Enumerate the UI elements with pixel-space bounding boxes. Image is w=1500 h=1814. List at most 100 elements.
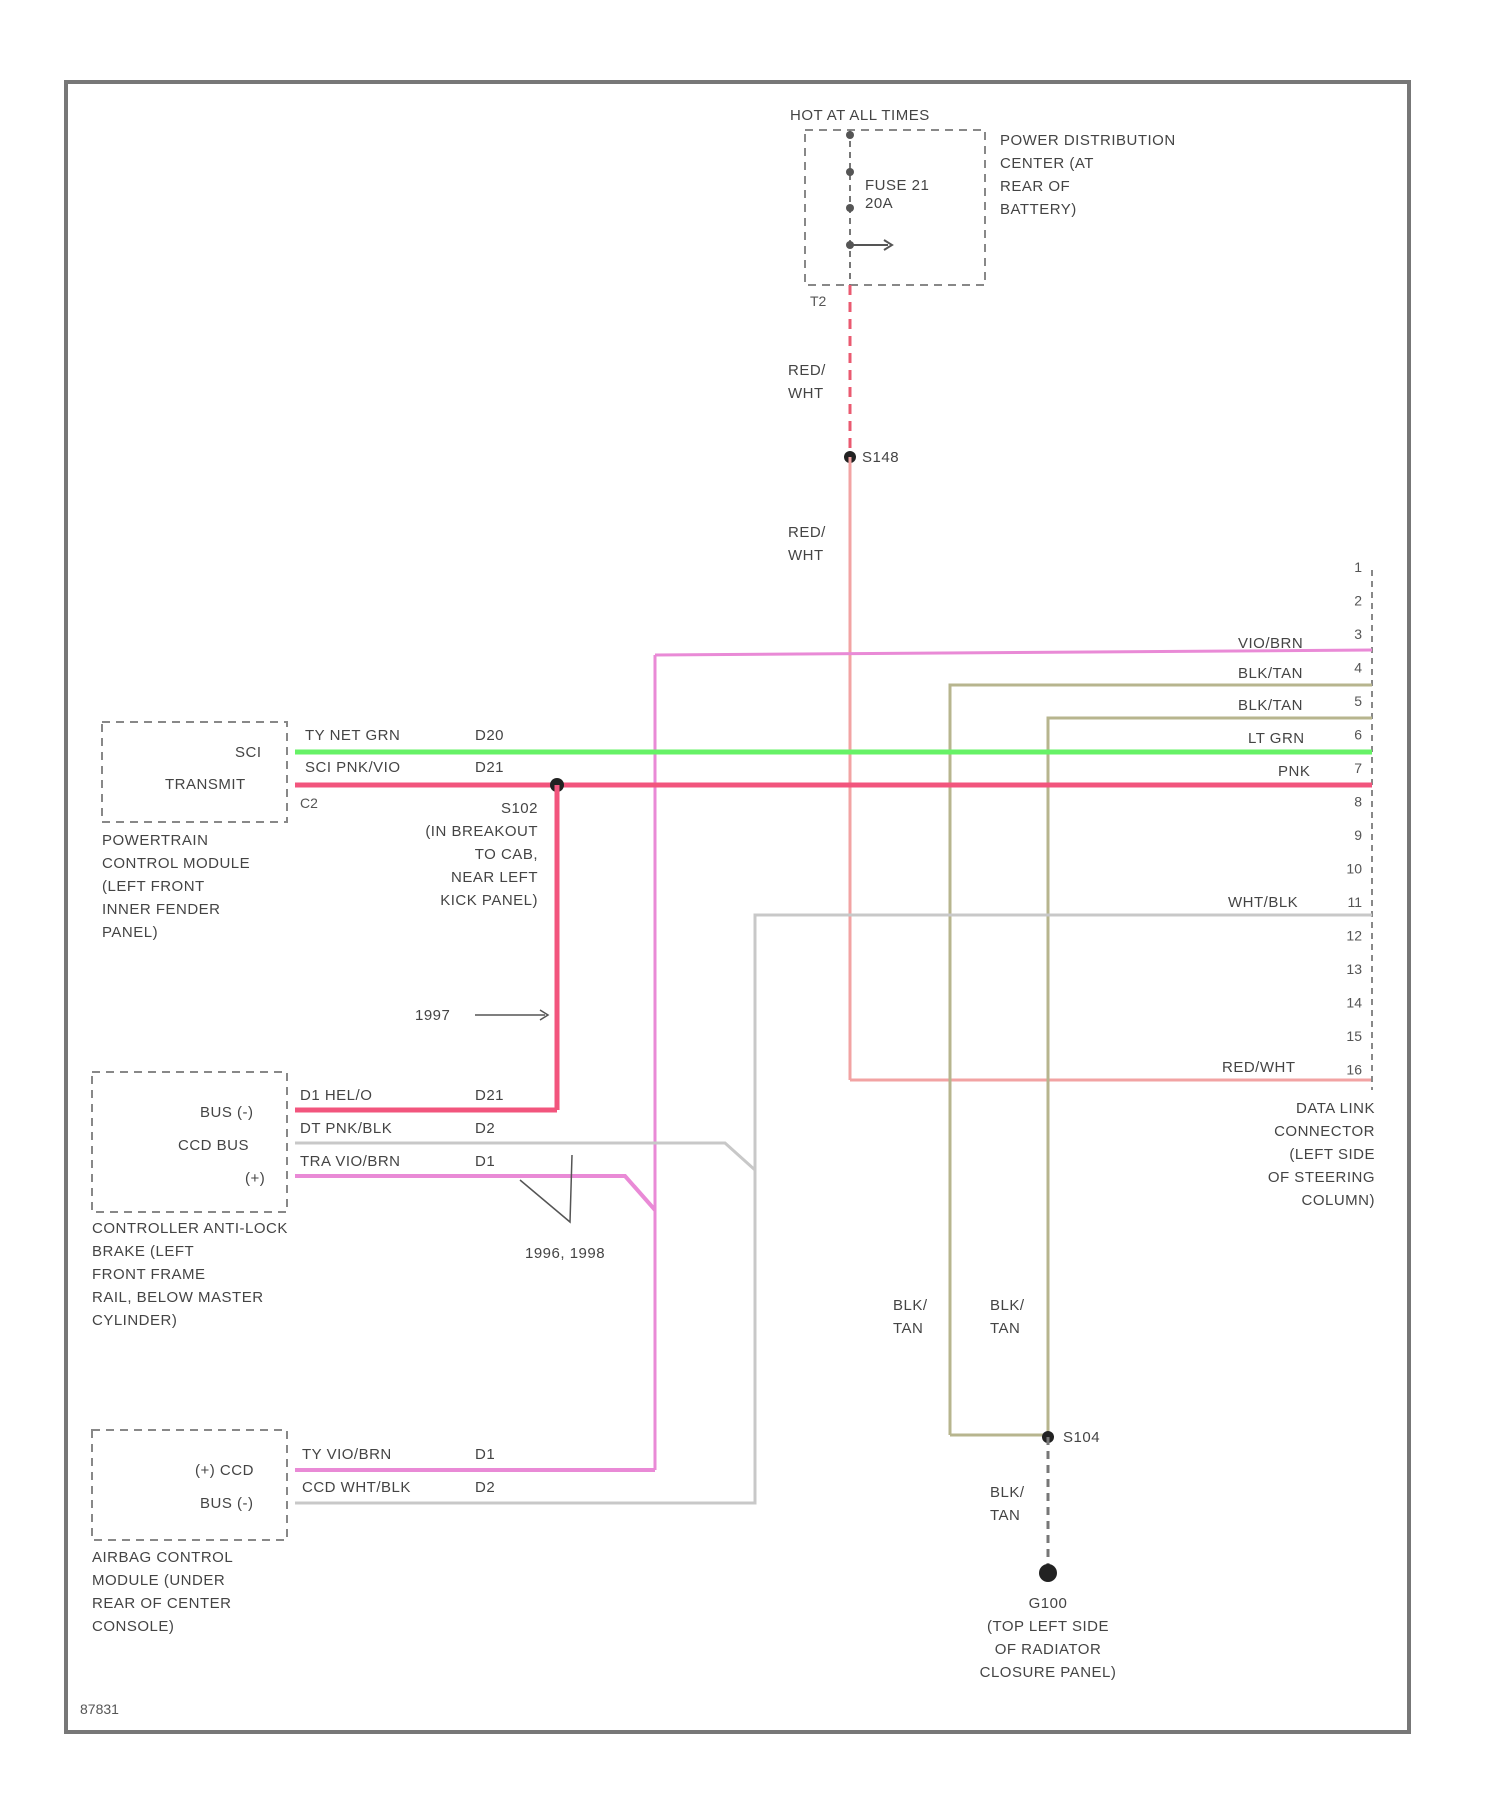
cab-plus-wire: [295, 1176, 655, 1210]
cab-wire-label: DT PNK/BLK: [300, 1120, 392, 1137]
cab-label-line: RAIL, BELOW MASTER: [92, 1289, 264, 1306]
figure-id: 87831: [80, 1701, 119, 1717]
dlc-pin-number: 9: [1354, 827, 1362, 843]
cab-years-label: 1996, 1998: [525, 1245, 605, 1262]
acm-label-line: AIRBAG CONTROL: [92, 1549, 233, 1566]
pcm-wire-label: SCI PNK/VIO: [305, 759, 401, 776]
wire-color-label: BLK/: [990, 1484, 1025, 1501]
acm-box: [92, 1430, 287, 1540]
acm-label: AIRBAG CONTROL MODULE (UNDER REAR OF CEN…: [92, 1549, 233, 1635]
dlc-wire-label: PNK: [1278, 763, 1310, 780]
splice-label-line: S102: [501, 800, 538, 817]
dlc-pin-number: 12: [1346, 928, 1362, 944]
dlc-pin-column: 12345678910111213141516: [1346, 559, 1362, 1078]
dlc-pin-number: 13: [1346, 961, 1362, 977]
fuse-label: FUSE 21: [865, 177, 929, 194]
dlc-wire-label: RED/WHT: [1222, 1059, 1296, 1076]
pcm-circuit-label: D21: [475, 759, 504, 776]
splice-label: S148: [862, 449, 899, 466]
pdc-label: POWER DISTRIBUTION CENTER (AT REAR OF BA…: [1000, 132, 1176, 218]
pcm-pin-label: SCI: [235, 744, 262, 761]
fuse-rating: 20A: [865, 195, 893, 212]
diagram-frame: [66, 82, 1409, 1732]
dlc-label-line: OF STEERING: [1268, 1169, 1375, 1186]
cab-circuit-label: D21: [475, 1087, 504, 1104]
pcm-label-line: CONTROL MODULE: [102, 855, 250, 872]
dlc-pin-number: 15: [1346, 1028, 1362, 1044]
acm-wire-label: CCD WHT/BLK: [302, 1479, 411, 1496]
cab-pin-label: CCD BUS: [178, 1137, 249, 1154]
pcm-wire-label: TY NET GRN: [305, 727, 400, 744]
dlc-label: DATA LINK CONNECTOR (LEFT SIDE OF STEERI…: [1268, 1100, 1375, 1209]
wire-color-label: WHT: [788, 547, 824, 564]
cab-label-line: CYLINDER): [92, 1312, 177, 1329]
pcm-pin-label: TRANSMIT: [165, 776, 246, 793]
ground-label-line: (TOP LEFT SIDE: [987, 1618, 1109, 1635]
acm-label-line: CONSOLE): [92, 1618, 174, 1635]
cab-label-line: BRAKE (LEFT: [92, 1243, 194, 1260]
cab-wire-label: TRA VIO/BRN: [300, 1153, 401, 1170]
splice-label-line: (IN BREAKOUT: [425, 823, 538, 840]
dlc-pin-number: 11: [1347, 894, 1362, 910]
year-pointer: [520, 1155, 572, 1222]
cab-pin-label: BUS (-): [200, 1104, 254, 1121]
dlc-wire-label: VIO/BRN: [1238, 635, 1303, 652]
wire-color-label: BLK/: [893, 1297, 928, 1314]
wire-color-label: BLK/: [990, 1297, 1025, 1314]
pdc-label-line: CENTER (AT: [1000, 155, 1094, 172]
cab-wire-label: D1 HEL/O: [300, 1087, 372, 1104]
cab-label-line: CONTROLLER ANTI-LOCK: [92, 1220, 288, 1237]
year-label: 1997: [415, 1007, 450, 1024]
dlc-pin-number: 3: [1354, 626, 1362, 642]
ground-icon: [1039, 1564, 1057, 1582]
ground-wire-pin5: [1048, 718, 1372, 1435]
wire-color-label: RED/: [788, 362, 826, 379]
fuse-terminal-top: [846, 168, 854, 176]
pdc-hot-label: HOT AT ALL TIMES: [790, 107, 930, 124]
dlc-label-line: (LEFT SIDE: [1289, 1146, 1375, 1163]
acm-label-line: MODULE (UNDER: [92, 1572, 225, 1589]
cab-pin-label: (+): [245, 1170, 265, 1187]
acm-circuit-label: D2: [475, 1479, 495, 1496]
pcm-label-line: INNER FENDER: [102, 901, 221, 918]
splice-label: S104: [1063, 1429, 1100, 1446]
wire-color-label: TAN: [990, 1507, 1020, 1524]
wire-color-label: WHT: [788, 385, 824, 402]
pcm-label-line: POWERTRAIN: [102, 832, 208, 849]
splice-label-line: NEAR LEFT: [451, 869, 538, 886]
pdc-label-line: BATTERY): [1000, 201, 1077, 218]
splice-label: S102 (IN BREAKOUT TO CAB, NEAR LEFT KICK…: [425, 800, 538, 909]
wire-color-label: TAN: [893, 1320, 923, 1337]
pdc-connector: T2: [810, 293, 827, 309]
acm-label-line: REAR OF CENTER: [92, 1595, 232, 1612]
acm-circuit-label: D1: [475, 1446, 495, 1463]
dlc-pin-number: 7: [1354, 760, 1362, 776]
cab-circuit-label: D2: [475, 1120, 495, 1137]
ground-label: G100 (TOP LEFT SIDE OF RADIATOR CLOSURE …: [980, 1595, 1117, 1681]
pdc-label-line: POWER DISTRIBUTION: [1000, 132, 1176, 149]
fuse-terminal-bottom: [846, 204, 854, 212]
acm-wire-label: TY VIO/BRN: [302, 1446, 392, 1463]
wire-color-label: TAN: [990, 1320, 1020, 1337]
pdc-label-line: REAR OF: [1000, 178, 1070, 195]
dlc-wire-label: LT GRN: [1248, 730, 1305, 747]
ground-label-line: G100: [1029, 1595, 1068, 1612]
ground-label-line: OF RADIATOR: [995, 1641, 1102, 1658]
cab-label-line: FRONT FRAME: [92, 1266, 206, 1283]
dlc-pin-number: 5: [1354, 693, 1362, 709]
pdc-terminal: [846, 131, 854, 139]
splice-label-line: TO CAB,: [475, 846, 538, 863]
pcm-label-line: (LEFT FRONT: [102, 878, 205, 895]
dlc-pin-number: 14: [1346, 995, 1362, 1011]
ground-label-line: CLOSURE PANEL): [980, 1664, 1117, 1681]
dlc-label-line: DATA LINK: [1296, 1100, 1375, 1117]
dlc-pin-number: 10: [1346, 861, 1362, 877]
dlc-pin-number: 6: [1354, 727, 1362, 743]
cab-label: CONTROLLER ANTI-LOCK BRAKE (LEFT FRONT F…: [92, 1220, 288, 1329]
pcm-circuit-label: D20: [475, 727, 504, 744]
cab-circuit-label: D1: [475, 1153, 495, 1170]
pcm-label: POWERTRAIN CONTROL MODULE (LEFT FRONT IN…: [102, 832, 250, 941]
dlc-pin-number: 16: [1346, 1062, 1362, 1078]
acm-pin-label: BUS (-): [200, 1495, 254, 1512]
